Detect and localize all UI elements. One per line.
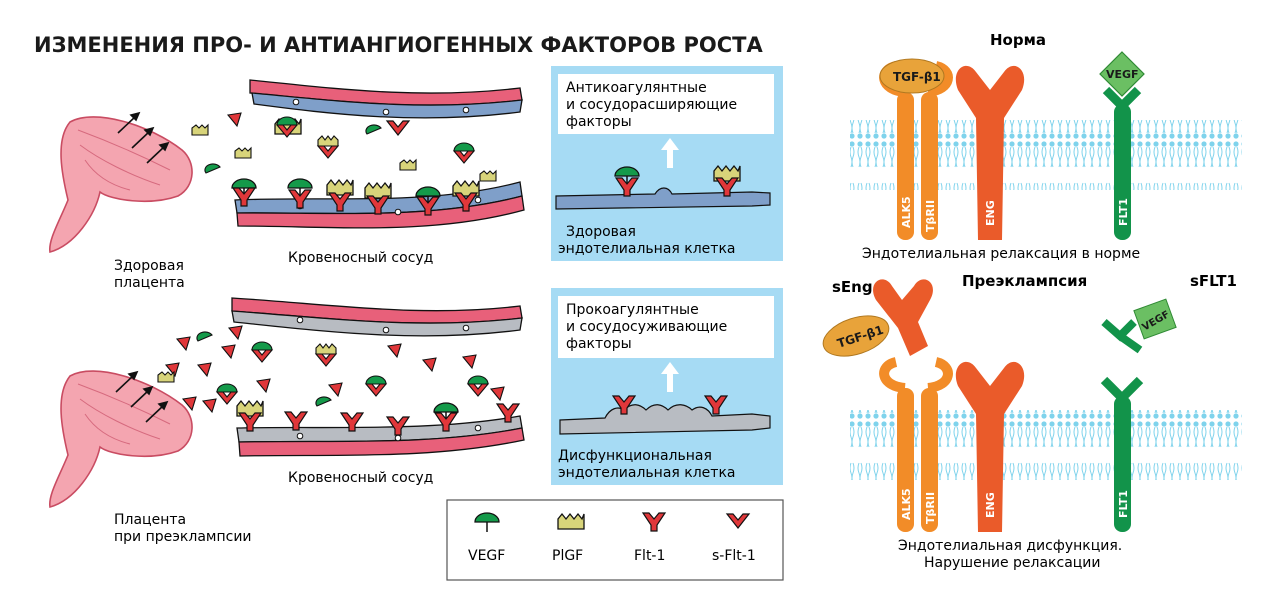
sflt1-label: sFLT1 [1190, 272, 1237, 290]
receptor-flt1-pe: FLT1 [1100, 376, 1144, 532]
diseased-factors-line-2: и сосудосуживающие [566, 319, 727, 335]
healthy-endothelial-cell [555, 187, 771, 210]
receptor-tbrii-label: TβRII [924, 200, 937, 232]
healthy-factors-line-1: Антикоагулянтные [566, 80, 707, 96]
receptor-alk5-pe: ALK5 [879, 357, 914, 532]
healthy-up-arrow [661, 138, 679, 168]
receptor-flt1-norm: FLT1 [1102, 86, 1142, 240]
healthy-placenta [49, 116, 193, 254]
preeclampsia-title: Преэклампсия [962, 272, 1087, 290]
preeclampsia-free-factors [157, 325, 505, 413]
legend-sflt1: s-Flt-1 [712, 513, 756, 564]
legend-box [446, 499, 784, 581]
receptor-eng-pe: ENG [955, 361, 1025, 532]
vegf-ligand-sequestered: VEGF [1133, 298, 1177, 340]
seng-label: sEng [832, 278, 873, 296]
diseased-cell-line-1: Дисфункциональная [558, 448, 712, 464]
soluble-eng [873, 279, 933, 356]
diseased-up-arrow [661, 362, 679, 392]
receptor-flt1-label: FLT1 [1117, 198, 1130, 226]
caption-pe-line-1: Эндотелиальная дисфункция. [898, 538, 1122, 554]
healthy-vessel [234, 79, 525, 229]
healthy-placenta-label-1: Здоровая [114, 258, 184, 274]
caption-pe-line-2: Нарушение релаксации [924, 555, 1101, 571]
tgf-beta1-bound: TGF-β1 [822, 315, 890, 357]
healthy-secretion-arrows [117, 111, 170, 164]
healthy-factors-box [558, 74, 774, 134]
receptor-eng-norm: ENG [955, 65, 1025, 240]
vegf-label-norm: VEGF [1106, 68, 1139, 81]
membrane-norm [850, 120, 1242, 190]
diseased-factors-box [558, 296, 774, 358]
legend-vegf: VEGF [468, 512, 505, 564]
legend-sflt1-label: s-Flt-1 [712, 548, 756, 564]
caption-norm: Эндотелиальная релаксация в норме [862, 246, 1140, 262]
preeclampsia-secretion-arrows [115, 370, 169, 423]
preeclampsia-placenta [49, 370, 193, 509]
receptor-eng-label: ENG [984, 200, 997, 226]
legend-flt1-label: Flt-1 [634, 548, 665, 564]
preeclampsia-placenta-label-2: при преэклампсии [114, 529, 252, 545]
diagram-title: ИЗМЕНЕНИЯ ПРО- И АНТИАНГИОГЕННЫХ ФАКТОРО… [34, 33, 763, 57]
healthy-factors-line-3: факторы [566, 114, 632, 130]
legend-vegf-label: VEGF [468, 548, 505, 564]
preeclampsia-placenta-label-1: Плацента [114, 512, 186, 528]
legend-flt1: Flt-1 [634, 512, 666, 564]
legend-plgf: PlGF [552, 513, 585, 564]
soluble-flt1 [1101, 318, 1143, 354]
tgf-label-norm: TGF-β1 [893, 70, 941, 84]
diseased-cell-line-2: эндотелиальная клетка [558, 465, 736, 481]
diseased-factors-line-3: факторы [566, 336, 632, 352]
diseased-factors-line-1: Прокоагулянтные [566, 302, 699, 318]
tgf-beta1-norm: TGF-β1 [879, 58, 945, 94]
receptor-flt1-pe-label: FLT1 [1117, 490, 1130, 518]
membrane-preeclampsia [850, 410, 1242, 480]
receptor-alk5-pe-label: ALK5 [900, 488, 913, 520]
healthy-cell-line-1: Здоровая [566, 224, 636, 240]
healthy-cell-line-2: эндотелиальная клетка [558, 241, 736, 257]
vessel-top-label: Кровеносный сосуд [288, 250, 433, 266]
vessel-bottom-label: Кровеносный сосуд [288, 470, 433, 486]
vegf-ligand-norm: VEGF [1099, 51, 1145, 97]
healthy-factors-line-2: и сосудорасширяющие [566, 97, 737, 113]
receptor-alk5-label: ALK5 [900, 196, 913, 228]
norm-title: Норма [990, 31, 1046, 49]
preeclampsia-vessel [231, 297, 525, 457]
healthy-placenta-label-2: плацента [114, 275, 185, 291]
receptor-tbrii-pe: TβRII [921, 357, 953, 532]
legend-plgf-label: PlGF [552, 548, 583, 564]
receptor-tbrii-pe-label: TβRII [924, 492, 937, 524]
receptor-eng-pe-label: ENG [984, 492, 997, 518]
healthy-free-factors [191, 112, 497, 182]
